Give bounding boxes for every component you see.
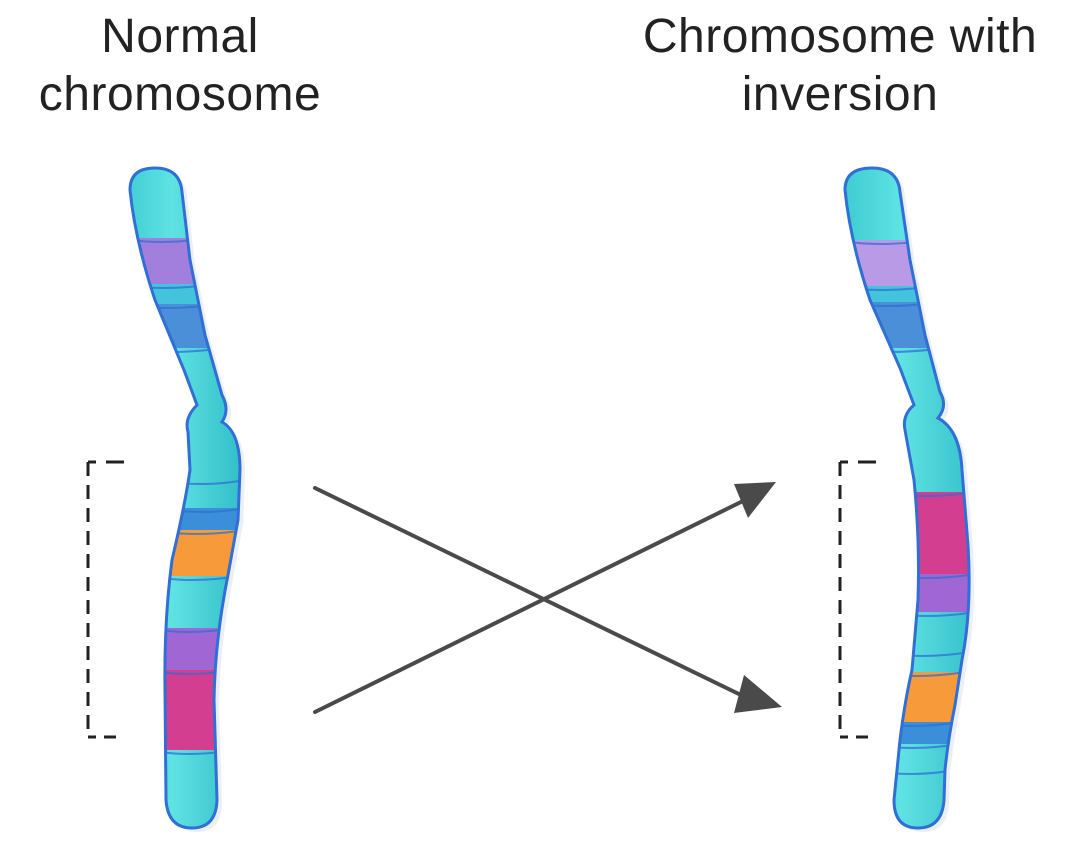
band-blue-top [130,304,240,348]
band-magenta [130,670,240,750]
normal-inversion-bracket [86,460,124,739]
arrowhead-down-right [734,675,782,713]
inv-band-blue-top [845,302,970,348]
arrowhead-up-right [734,482,776,518]
band-violet-top [130,238,240,284]
inverted-inversion-bracket [838,460,876,739]
normal-title-line-1: Normal [101,10,259,63]
normal-chromosome-title: Normal chromosome [0,8,360,124]
normal-title-line-2: chromosome [38,68,322,121]
crossing-arrows-icon [313,482,782,714]
arrow-down-right [313,486,747,699]
inverted-title-line-2: inversion [741,68,939,121]
band-violet-lower [130,628,240,670]
arrow-up-right [313,498,747,714]
inverted-chromosome-title: Chromosome with inversion [600,8,1080,124]
normal-chromosome [128,166,245,832]
inverted-title-line-1: Chromosome with [642,10,1038,63]
